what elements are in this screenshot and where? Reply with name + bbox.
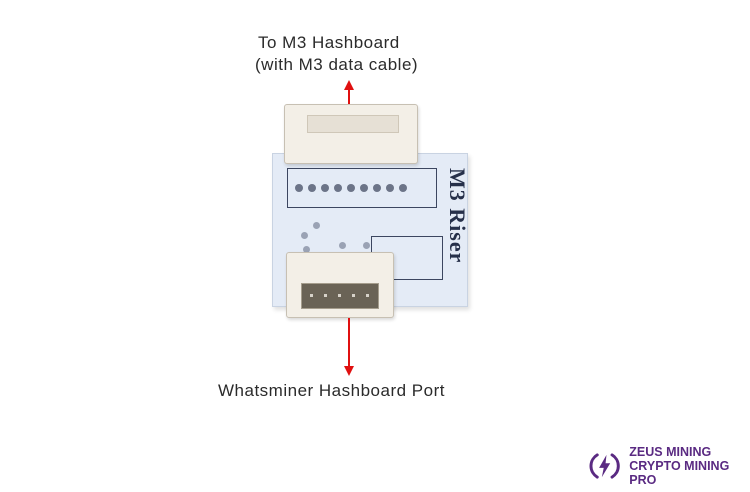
- bottom-arrow-head-icon: [344, 366, 354, 376]
- bottom-connector-hashboard-port: [286, 252, 394, 318]
- bottom-arrow-line: [348, 318, 350, 368]
- logo-line1: ZEUS MINING: [629, 445, 712, 459]
- top-label-line1: To M3 Hashboard: [258, 33, 400, 52]
- lightning-bolt-icon: [589, 453, 620, 479]
- board-silkscreen-label: M3 Riser: [445, 168, 470, 264]
- silkscreen-outline-top: [287, 168, 437, 208]
- logo-line2: CRYPTO MINING PRO: [629, 459, 730, 487]
- zeus-mining-logo: ZEUS MINING CRYPTO MINING PRO: [588, 445, 750, 487]
- top-arrow-head-icon: [344, 80, 354, 90]
- bottom-label: Whatsminer Hashboard Port: [218, 381, 445, 400]
- top-label-line2: (with M3 data cable): [255, 55, 419, 74]
- top-connector-16pin: [284, 104, 418, 164]
